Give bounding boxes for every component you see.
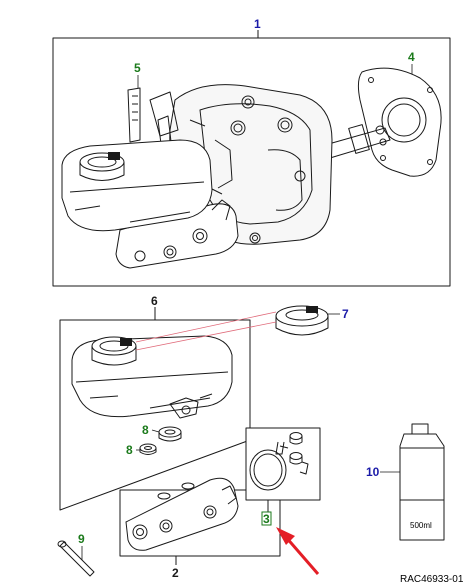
callout-8-upper: 8 [142,423,149,437]
booster-gasket [357,64,442,177]
reservoir-assembly-view [61,139,213,232]
callout-10: 10 [366,465,380,479]
cap-leader-lines [135,311,277,351]
fluid-level-sensor [127,75,141,143]
o-ring [249,449,287,491]
callout-3-highlight-box [261,511,272,526]
callout-4: 4 [408,50,415,64]
brake-fluid-bottle-icon [380,423,445,541]
master-cylinder [125,477,239,551]
red-arrow-icon [276,527,320,575]
seal-bolts [275,432,309,475]
grommet-lower [136,443,157,455]
callout-5: 5 [134,61,141,75]
callout-9: 9 [78,532,85,546]
reservoir-exploded [71,335,233,419]
bottle-volume-label: 500ml [410,521,432,530]
callout-6: 6 [151,294,158,308]
callout-3: 3 [263,512,270,526]
callout-labels: 1 2 3 4 5 6 7 8 8 9 10 [78,17,415,580]
callout-2: 2 [172,566,179,580]
grommet-upper [151,426,182,442]
reference-code: RAC46933-01 [400,574,464,585]
reservoir-cap-icon [275,305,340,336]
callout-1: 1 [254,17,261,31]
callout-8-lower: 8 [126,443,133,457]
callout-7: 7 [342,307,349,321]
seal-kit-panel [245,427,321,512]
pushrod [57,540,95,577]
